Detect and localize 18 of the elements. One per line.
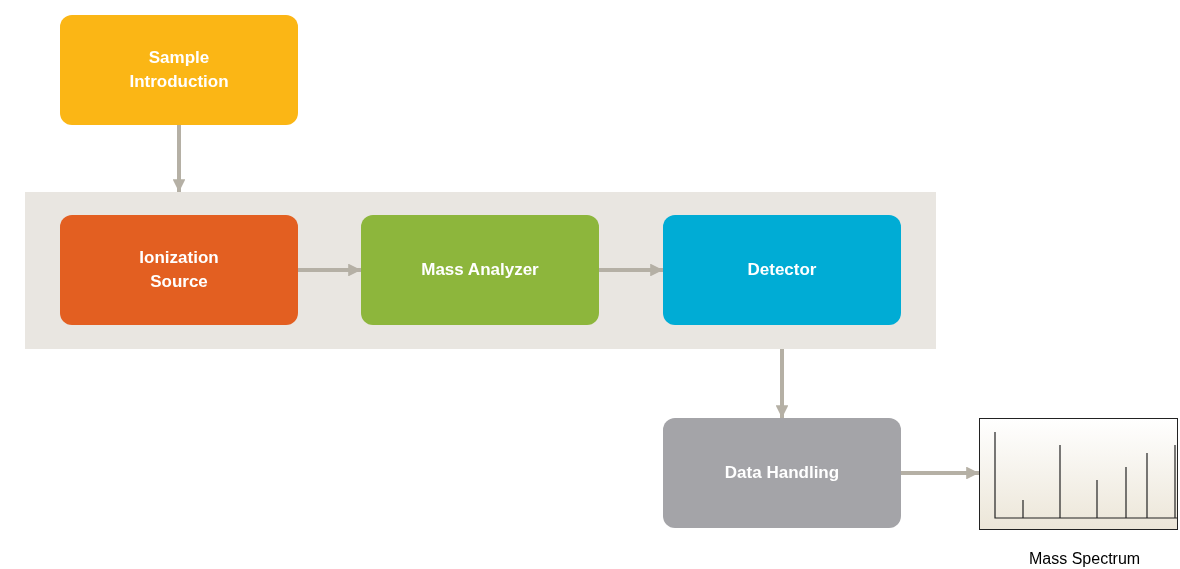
arrow — [298, 263, 361, 277]
node-label: Sample Introduction — [128, 47, 230, 93]
arrow — [775, 349, 789, 418]
node-label: Mass Spectrum — [1029, 550, 1141, 568]
node-label: Mass Analyzer — [421, 259, 539, 281]
node-label: Data Handling — [724, 462, 840, 484]
process-box — [663, 418, 901, 528]
arrow — [901, 466, 979, 480]
arrow — [172, 125, 186, 192]
process-box — [663, 215, 901, 325]
node-label: Detector — [747, 259, 817, 281]
spectrum-drawing — [979, 418, 1178, 530]
process-box — [60, 215, 298, 325]
arrow — [599, 263, 663, 277]
stage-panel — [25, 192, 936, 349]
node-label: Ionization Source — [138, 247, 220, 293]
process-box — [361, 215, 599, 325]
process-box — [60, 15, 298, 125]
